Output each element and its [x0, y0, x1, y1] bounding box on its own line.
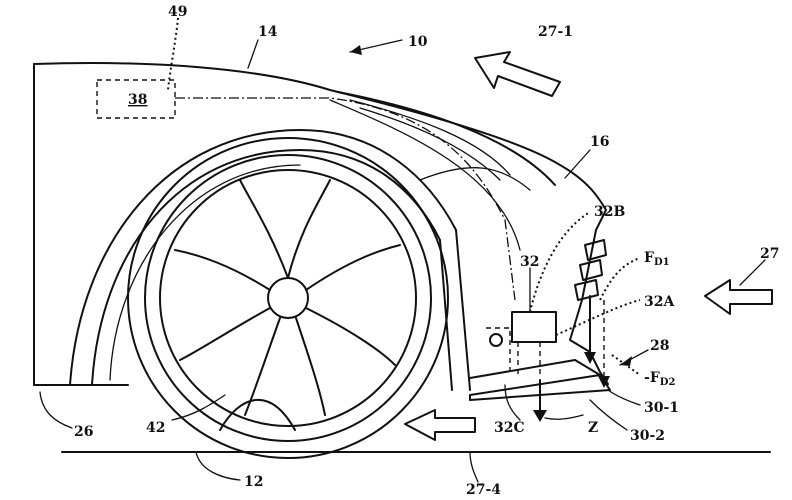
leader-30-1	[607, 389, 641, 406]
tire-contact	[219, 399, 296, 431]
signal-line-38	[175, 97, 516, 301]
air-dam	[469, 374, 611, 401]
leader-27-4	[469, 451, 479, 483]
label-12: 12	[244, 474, 263, 490]
z-axis-head	[533, 410, 547, 422]
leader-26	[39, 391, 73, 429]
leader-42	[171, 394, 226, 421]
label-fd2: -FD2	[644, 370, 675, 388]
hood-vent-upper	[337, 91, 556, 186]
label-32B: 32B	[594, 204, 625, 220]
label-10: 10	[408, 34, 428, 50]
rim	[159, 169, 417, 427]
leader-fd1	[599, 257, 641, 301]
label-26: 26	[74, 424, 93, 440]
actuator-linkage	[486, 327, 541, 375]
label-z: Z	[588, 420, 598, 436]
tire-inner	[144, 154, 432, 442]
leader-z	[544, 414, 584, 420]
leader-16	[564, 149, 591, 179]
leader-10-head	[350, 45, 362, 55]
tire-outer	[127, 137, 449, 459]
body-outline	[33, 62, 609, 385]
label-27-1: 27-1	[538, 24, 573, 40]
airflow-arrow-27-1	[474, 51, 561, 97]
label-27: 27	[760, 246, 779, 262]
leader-27	[739, 259, 766, 286]
label-30-1: 30-1	[644, 400, 679, 416]
fascia-vents	[574, 239, 607, 301]
label-fd1: FD1	[644, 250, 670, 268]
hood-crease	[329, 99, 521, 251]
leader-fd2	[611, 354, 641, 376]
airflow-arrow-27-4	[404, 409, 476, 441]
label-14: 14	[258, 24, 278, 40]
force-fd2-head	[598, 376, 610, 388]
label-32C: 32C	[494, 420, 525, 436]
leader-30-2	[589, 399, 628, 431]
label-32: 32	[520, 254, 539, 270]
leader-28-head	[620, 356, 632, 366]
actuator-32	[511, 311, 557, 343]
leader-32A	[555, 299, 641, 336]
label-42: 42	[146, 420, 165, 436]
splitter	[469, 359, 601, 379]
controller-box-38	[96, 79, 176, 119]
actuator-pivot	[489, 333, 503, 347]
label-32A: 32A	[644, 294, 675, 310]
leader-32C	[504, 384, 521, 421]
leader-12	[195, 451, 241, 481]
wheel-arch-outer	[69, 129, 471, 391]
leader-49	[167, 17, 179, 91]
label-16: 16	[590, 134, 609, 150]
wheel-arch-inner	[91, 149, 453, 391]
label-27-4: 27-4	[466, 482, 501, 498]
hub	[267, 277, 309, 319]
force-fd1-head	[584, 352, 596, 364]
wheel-arch-trim	[109, 164, 301, 381]
leader-14	[247, 39, 259, 69]
label-49: 49	[168, 4, 187, 20]
label-38: 38	[128, 92, 147, 108]
wheel-spokes	[174, 179, 401, 416]
label-30-2: 30-2	[630, 428, 665, 444]
label-28: 28	[650, 338, 669, 354]
airflow-arrow-27	[704, 279, 773, 315]
